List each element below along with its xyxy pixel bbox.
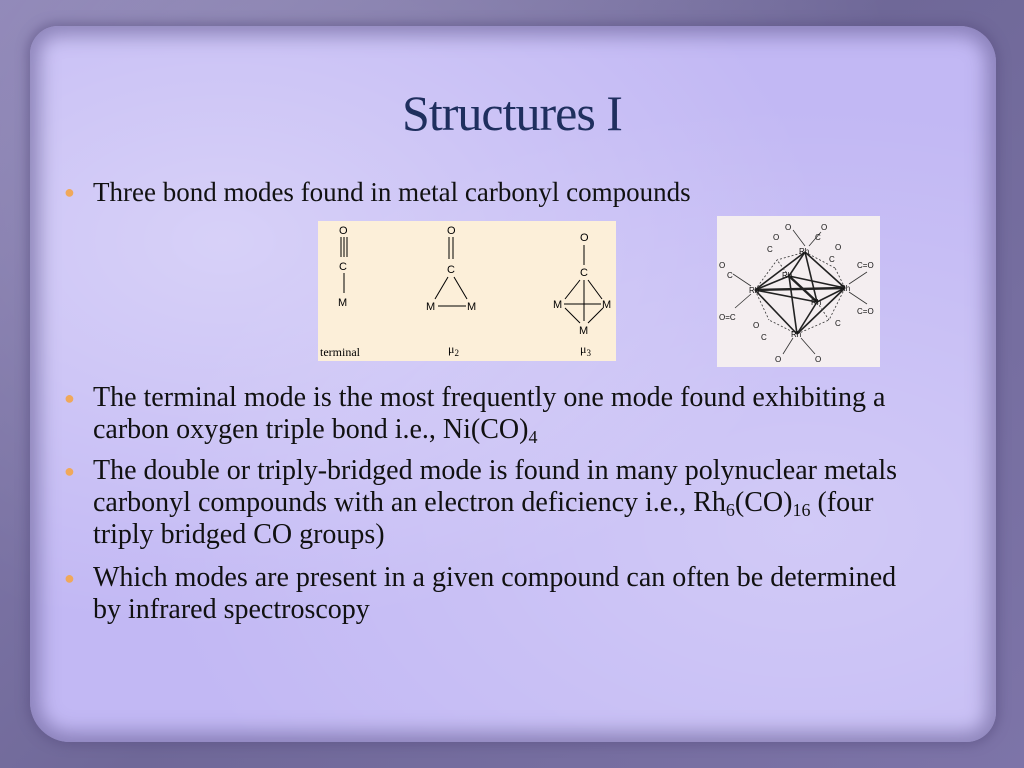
co-label: O bbox=[753, 321, 759, 330]
atom-o: O bbox=[580, 232, 589, 244]
co-label: C bbox=[829, 255, 835, 264]
bond-modes-figure: O C M terminal O C M M μ2 O C M M M μ3 bbox=[318, 221, 616, 361]
bullet-text: The terminal mode is the most frequently… bbox=[93, 382, 886, 447]
bullet-dot-icon: ● bbox=[64, 182, 75, 202]
co-label: C bbox=[761, 333, 767, 342]
atom-m: M bbox=[338, 297, 347, 309]
rh-atom: Rh bbox=[749, 286, 759, 295]
co-label: O bbox=[835, 243, 841, 252]
rh-atom: Rh bbox=[799, 247, 809, 256]
co-label: C bbox=[815, 233, 821, 242]
co-label: O bbox=[785, 223, 791, 232]
atom-m: M bbox=[553, 299, 562, 311]
co-label: O=C bbox=[719, 313, 736, 322]
atom-m: M bbox=[602, 299, 611, 311]
label-terminal: terminal bbox=[320, 345, 361, 359]
atom-m: M bbox=[467, 301, 476, 313]
bullet-dot-icon: ● bbox=[64, 461, 75, 481]
co-label: O bbox=[719, 261, 725, 270]
bullet-dot-icon: ● bbox=[64, 388, 75, 408]
rh-atom: Rh bbox=[840, 284, 850, 293]
atom-o: O bbox=[447, 225, 456, 237]
atom-c: C bbox=[580, 267, 588, 279]
rh-atom: Rh bbox=[791, 330, 801, 339]
atom-m: M bbox=[426, 301, 435, 313]
atom-o: O bbox=[339, 225, 348, 237]
bullet-dot-icon: ● bbox=[64, 568, 75, 588]
slide-title: Structures I bbox=[402, 85, 623, 141]
co-label: O bbox=[775, 355, 781, 364]
bullet-text: Which modes are present in a given compo… bbox=[93, 562, 897, 625]
co-label: C bbox=[727, 271, 733, 280]
co-label: C bbox=[767, 245, 773, 254]
atom-c: C bbox=[339, 261, 347, 273]
co-label: O bbox=[815, 355, 821, 364]
co-label: O bbox=[773, 233, 779, 242]
atom-c: C bbox=[447, 264, 455, 276]
co-label: O bbox=[821, 223, 827, 232]
atom-m: M bbox=[579, 325, 588, 337]
label-mu2: μ2 bbox=[448, 342, 459, 358]
co-label: C=O bbox=[857, 261, 874, 270]
bullet-text: Three bond modes found in metal carbonyl… bbox=[93, 177, 691, 207]
rh6-cluster-figure: Rh Rh Rh Rh Rh Rh O O O C C O C O C O=C … bbox=[717, 216, 880, 367]
rh-atom: Rh bbox=[782, 271, 792, 280]
slide-panel bbox=[30, 26, 996, 742]
label-mu3: μ3 bbox=[580, 342, 591, 358]
co-label: C bbox=[835, 319, 841, 328]
co-label: C=O bbox=[857, 307, 874, 316]
bullet-text: The double or triply-bridged mode is fou… bbox=[93, 455, 898, 550]
rh-atom: Rh bbox=[811, 298, 821, 307]
